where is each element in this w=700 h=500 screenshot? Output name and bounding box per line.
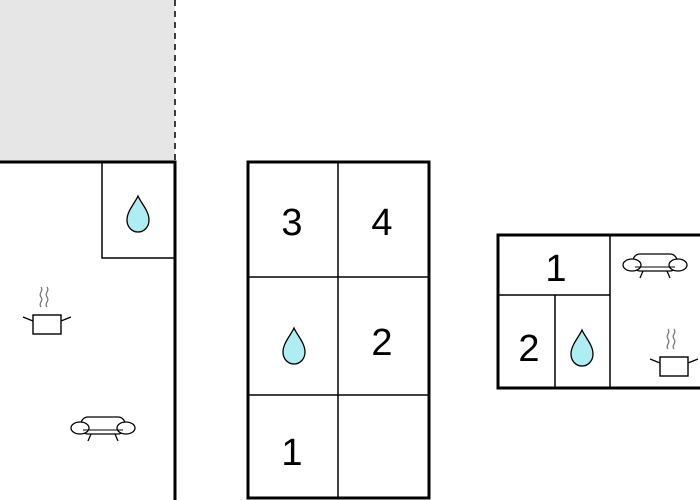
room-label: 2	[371, 322, 392, 364]
room-label: 3	[281, 202, 302, 244]
left-floor-plan	[0, 0, 177, 500]
room-label: 1	[545, 248, 566, 290]
middle-floor-plan: 3 4 2 1	[246, 160, 431, 500]
left-plan-outer-wall	[0, 160, 177, 500]
terrace-area	[0, 0, 175, 162]
bathroom-partition	[101, 163, 174, 259]
room-label: 1	[281, 432, 302, 474]
right-floor-plan: 1 2	[496, 233, 700, 390]
room-label: 2	[518, 328, 539, 370]
room-label: 4	[371, 202, 392, 244]
